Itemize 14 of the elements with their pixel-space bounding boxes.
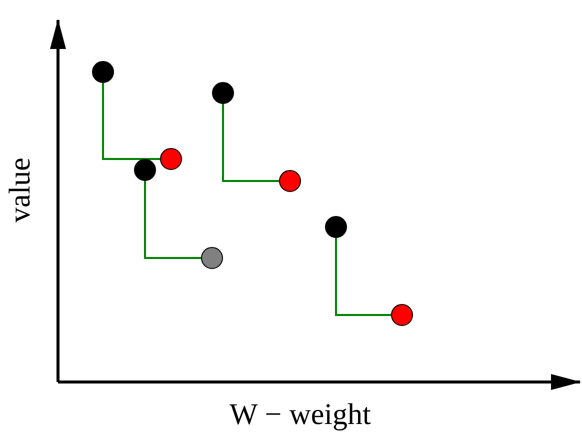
connector-line [335, 238, 391, 316]
data-point [325, 216, 347, 238]
connector-line [222, 104, 279, 182]
connector-line [144, 181, 201, 259]
axis-label: value [4, 158, 35, 222]
data-point [391, 304, 413, 326]
connector-line [102, 83, 160, 160]
data-point [201, 247, 223, 269]
data-point [212, 82, 234, 104]
data-point [160, 148, 182, 170]
axis-label: W − weight [230, 400, 371, 430]
data-point [279, 170, 301, 192]
data-point [134, 159, 156, 181]
data-point [92, 61, 114, 83]
